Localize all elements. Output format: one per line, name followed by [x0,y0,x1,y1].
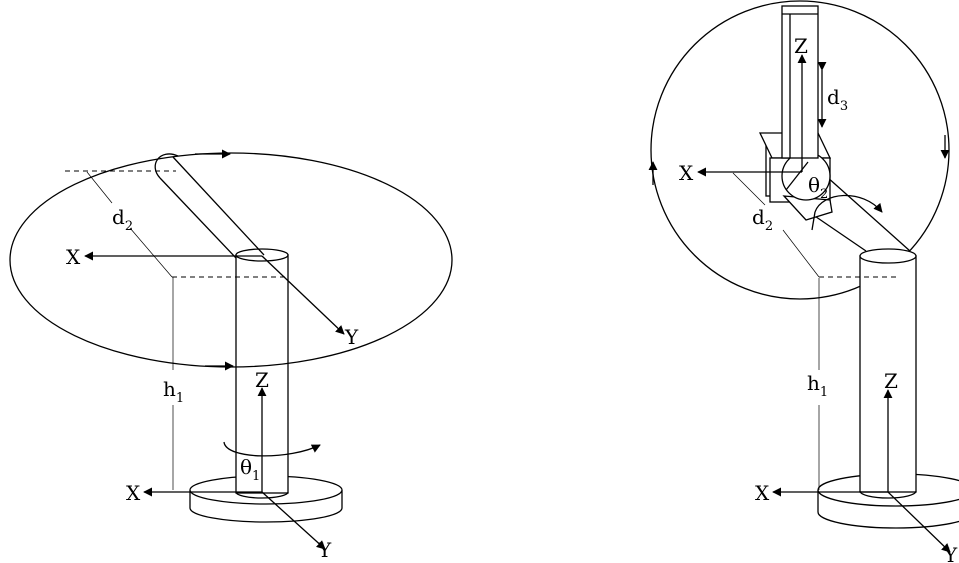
right-vertical-bar [781,5,819,159]
left-h1-label: h1 [163,377,184,406]
right-base-y-axis [887,491,951,553]
theta2-rotation-arrow [814,194,883,213]
right-d3-label: d3 [827,85,848,114]
right-robot-diagram: Z X Z X Y d3 d2 h1 θ2 [648,0,959,563]
d2-leader-line [86,171,113,204]
right-theta2-label: θ2 [808,173,828,202]
left-robot-diagram: X Y Z X Y d2 h1 θ1 [9,149,453,562]
d2-leader-line-lower [129,227,173,278]
left-top-y-label: Y [344,325,359,349]
right-base-x-label: X [755,481,770,505]
right-d2-label: d2 [752,205,773,234]
right-h1-label: h1 [807,371,828,400]
left-column [235,248,289,499]
left-top-y-axis [261,255,345,335]
left-z-label: Z [255,368,269,392]
left-base-y-label: Y [317,538,332,562]
left-theta1-label: θ1 [240,455,260,484]
right-top-z-label: Z [794,34,808,58]
theta1-rotation-arrow [223,441,321,457]
right-base-y-label: Y [943,543,958,563]
right-d2-leader-lower [782,229,820,278]
left-horizontal-arm [154,153,265,259]
right-base-z-label: Z [884,369,898,393]
theta2-arrow-tail [811,211,816,231]
right-d2-leader [732,172,766,206]
right-wrist-joint [758,132,833,221]
right-top-x-label: X [679,161,694,185]
left-d2-label: d2 [112,205,133,234]
left-base-y-axis [261,491,326,550]
left-base-x-label: X [126,481,141,505]
left-top-x-label: X [66,245,81,269]
